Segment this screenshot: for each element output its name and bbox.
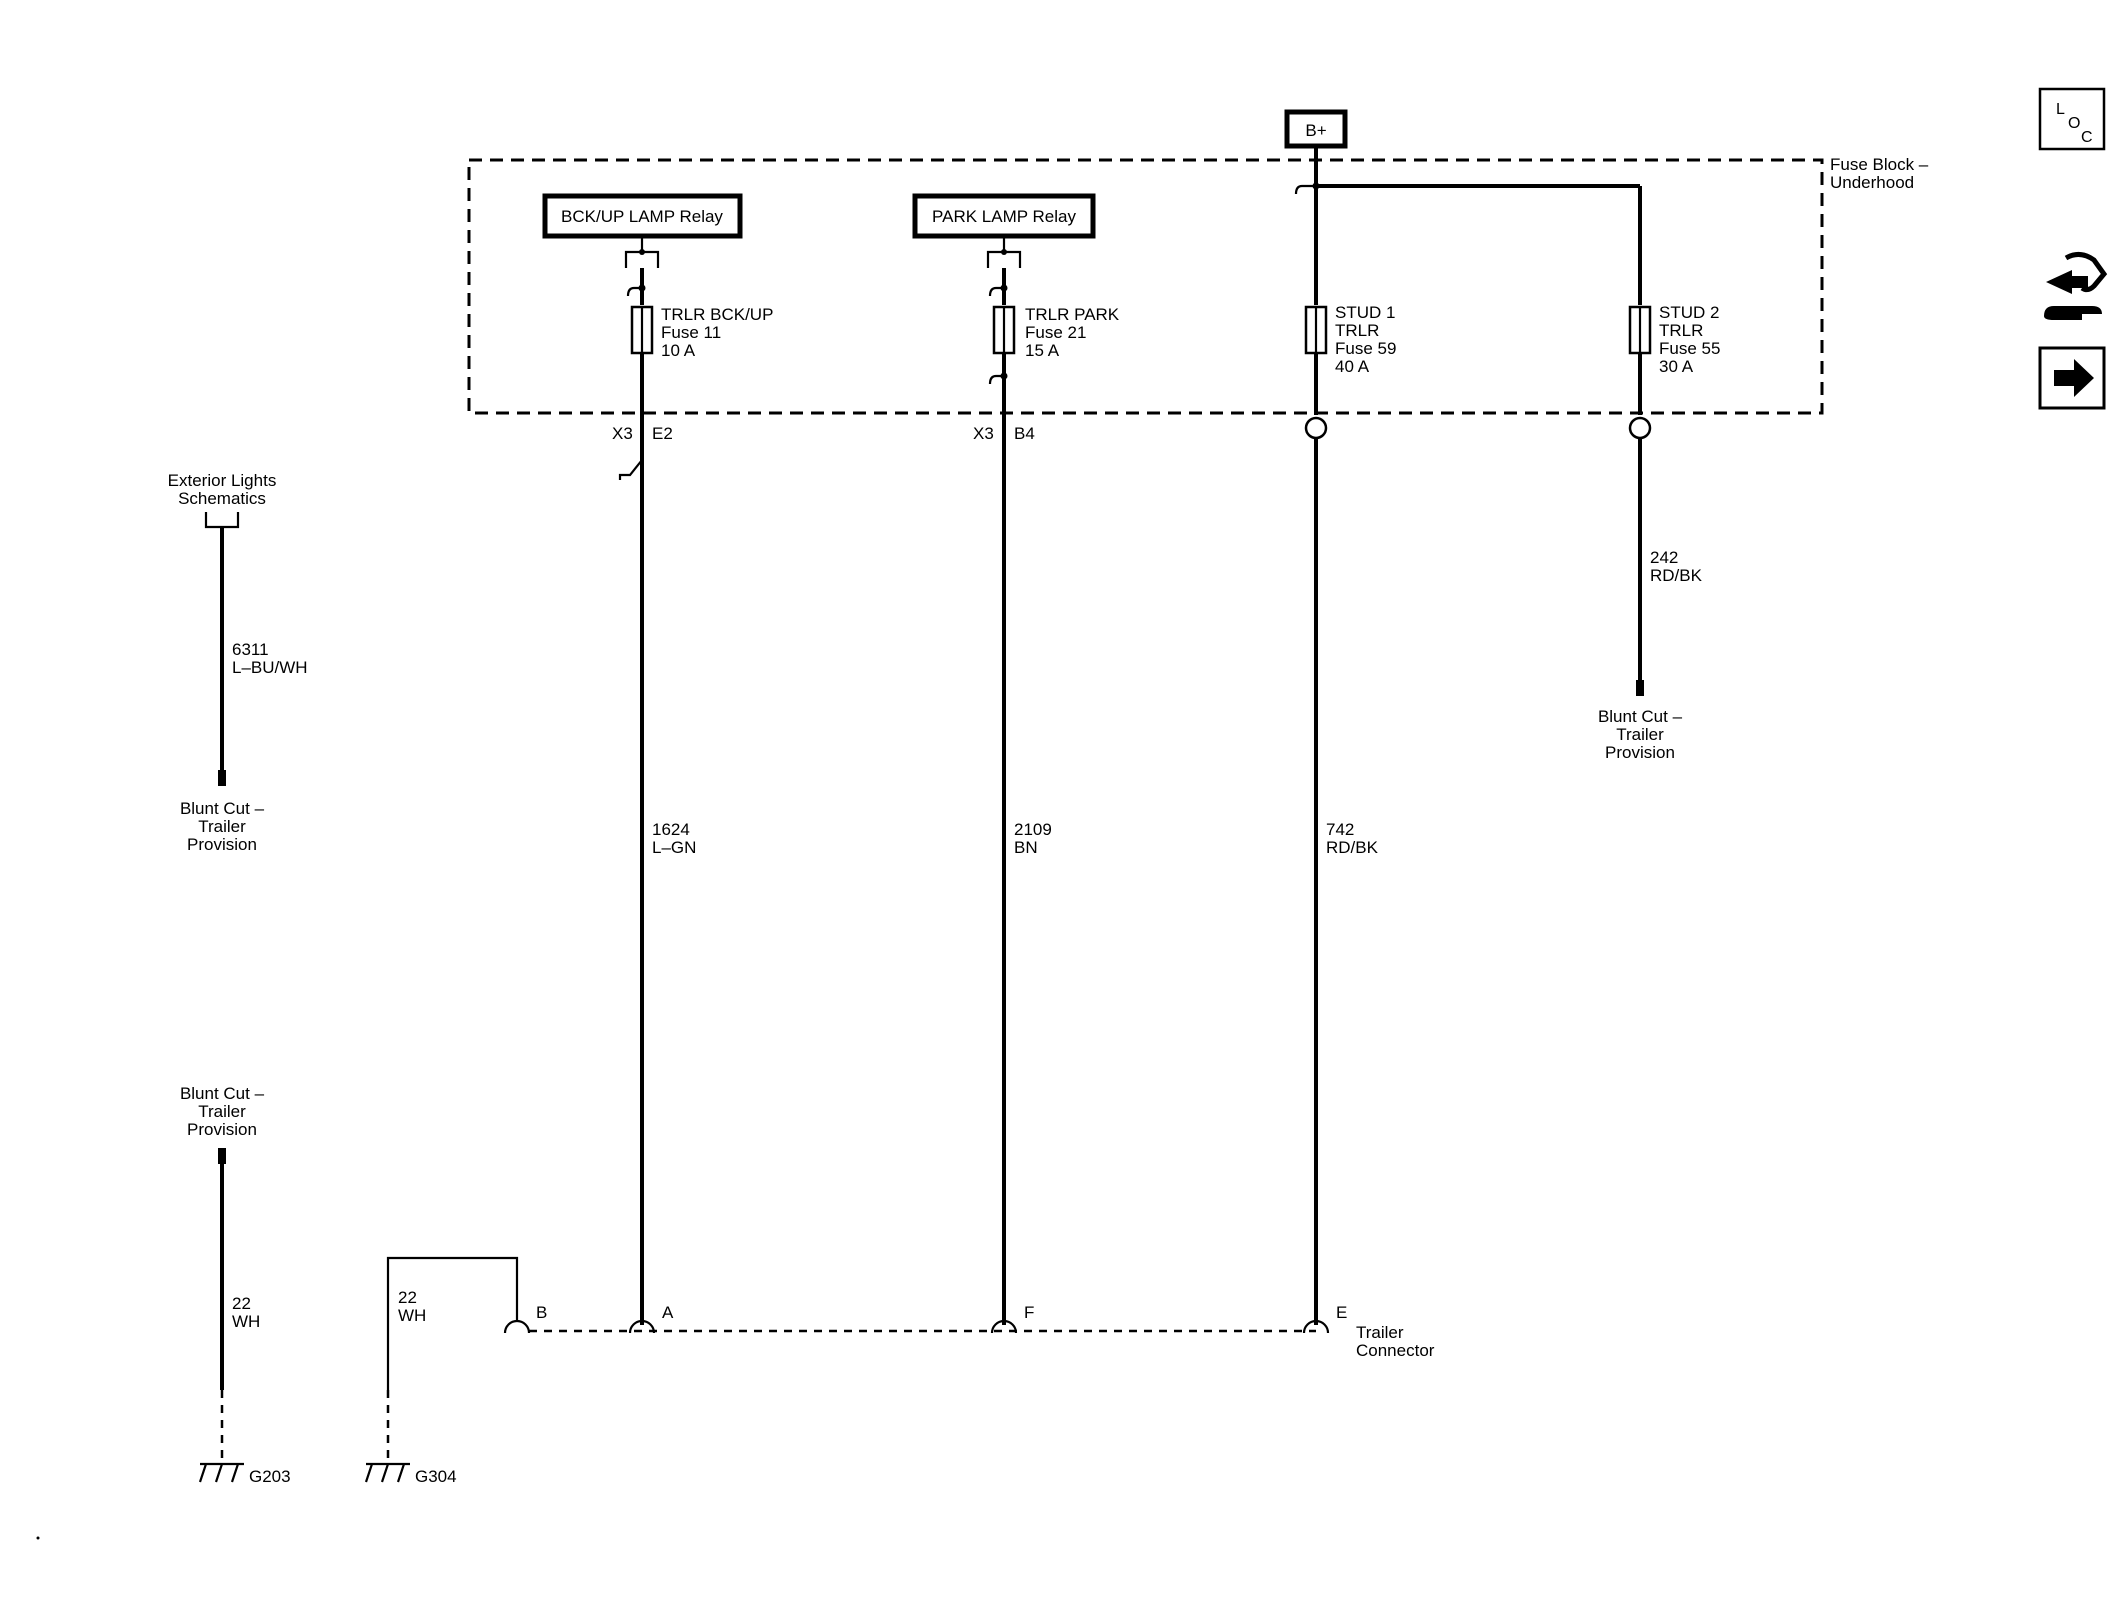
circuit-22-trailer xyxy=(386,1256,519,1460)
fuse-11-label-1: TRLR BCK/UP xyxy=(661,305,773,324)
wire-2109-color: BN xyxy=(1014,838,1038,857)
wire-6311-circuit: 6311 xyxy=(232,640,269,659)
connector-b4: B4 xyxy=(1014,424,1035,443)
connector-e2: E2 xyxy=(652,424,673,443)
blunt-cut-left-top-3: Provision xyxy=(187,835,257,854)
trailer-connector-label-1: Trailer xyxy=(1356,1323,1404,1342)
wire-22-trailer-circuit: 22 xyxy=(398,1288,417,1307)
fuse-59-label-4: 40 A xyxy=(1335,357,1370,376)
backup-lamp-relay: BCK/UP LAMP Relay xyxy=(542,193,743,239)
blunt-cut-left-top-2: Trailer xyxy=(198,817,246,836)
blunt-cut-right-1: Blunt Cut – xyxy=(1598,707,1683,726)
fuse-11-label-3: 10 A xyxy=(661,341,696,360)
svg-text:PARK LAMP Relay: PARK LAMP Relay xyxy=(932,207,1076,226)
svg-text:L: L xyxy=(2056,101,2065,118)
blunt-cut-left-top-1: Blunt Cut – xyxy=(180,799,265,818)
trailer-connector xyxy=(503,1319,1330,1334)
park-lamp-relay: PARK LAMP Relay xyxy=(912,193,1096,239)
ground-g304-label: G304 xyxy=(415,1467,457,1486)
fuse-block-outline xyxy=(467,158,1824,415)
fuse-21-label-1: TRLR PARK xyxy=(1025,305,1120,324)
svg-text:B+: B+ xyxy=(1305,121,1326,140)
fuse-block-label-2: Underhood xyxy=(1830,173,1914,192)
pin-b-label: B xyxy=(536,1303,547,1322)
fuse-59-label-1: STUD 1 xyxy=(1335,303,1395,322)
wire-22-left-circuit: 22 xyxy=(232,1294,251,1313)
park-relay-terminal xyxy=(986,236,1022,268)
pin-a-label: A xyxy=(662,1303,674,1322)
wire-6311-color: L–BU/WH xyxy=(232,658,308,677)
bplus-bus xyxy=(1294,146,1640,195)
fuse-21-label-3: 15 A xyxy=(1025,341,1060,360)
wire-242-color: RD/BK xyxy=(1650,566,1703,585)
circuit-742 xyxy=(1304,186,1328,1325)
circuit-1624 xyxy=(618,268,654,1325)
next-page-icon[interactable] xyxy=(2038,346,2106,410)
ground-g203-icon xyxy=(198,1462,244,1483)
stray-dot xyxy=(36,1536,40,1540)
blunt-cut-right-3: Provision xyxy=(1605,743,1675,762)
wire-742-color: RD/BK xyxy=(1326,838,1379,857)
exterior-lights-label-2: Schematics xyxy=(178,489,266,508)
pin-e-label: E xyxy=(1336,1303,1347,1322)
pin-f-label: F xyxy=(1024,1303,1034,1322)
wire-22-left-color: WH xyxy=(232,1312,260,1331)
blunt-cut-right-2: Trailer xyxy=(1616,725,1664,744)
circuit-242 xyxy=(1628,186,1652,696)
backup-relay-terminal xyxy=(624,236,660,268)
blunt-cut-left-bottom-2: Trailer xyxy=(198,1102,246,1121)
circuit-22-left xyxy=(218,1148,226,1460)
component-info-icon[interactable] xyxy=(2044,252,2108,320)
ground-g203-label: G203 xyxy=(249,1467,291,1486)
wire-2109-circuit: 2109 xyxy=(1014,820,1052,839)
fuse-55-label-4: 30 A xyxy=(1659,357,1694,376)
svg-text:C: C xyxy=(2081,129,2093,146)
fuse-59-label-2: TRLR xyxy=(1335,321,1379,340)
connector-x3-a: X3 xyxy=(612,424,633,443)
fuse-21-label-2: Fuse 21 xyxy=(1025,323,1086,342)
fuse-11-label-2: Fuse 11 xyxy=(661,323,721,342)
wire-242-circuit: 242 xyxy=(1650,548,1678,567)
connector-x3-b: X3 xyxy=(973,424,994,443)
exterior-lights-label-1: Exterior Lights xyxy=(168,471,277,490)
fuse-59-label-3: Fuse 59 xyxy=(1335,339,1396,358)
fuse-55-label-1: STUD 2 xyxy=(1659,303,1719,322)
svg-text:BCK/UP LAMP Relay: BCK/UP LAMP Relay xyxy=(561,207,723,226)
fuse-55-label-3: Fuse 55 xyxy=(1659,339,1720,358)
wire-22-trailer-color: WH xyxy=(398,1306,426,1325)
wire-1624-circuit: 1624 xyxy=(652,820,690,839)
circuit-2109 xyxy=(988,268,1016,1325)
blunt-cut-left-bottom-1: Blunt Cut – xyxy=(180,1084,265,1103)
loc-icon[interactable]: L O C xyxy=(2038,87,2106,151)
ground-g304-icon xyxy=(364,1462,410,1483)
bplus-source: B+ xyxy=(1284,109,1348,149)
circuit-6311 xyxy=(204,512,240,786)
svg-text:O: O xyxy=(2068,115,2080,132)
wire-1624-color: L–GN xyxy=(652,838,696,857)
trailer-connector-label-2: Connector xyxy=(1356,1341,1435,1360)
blunt-cut-left-bottom-3: Provision xyxy=(187,1120,257,1139)
fuse-block-label-1: Fuse Block – xyxy=(1830,155,1929,174)
fuse-55-label-2: TRLR xyxy=(1659,321,1703,340)
wire-742-circuit: 742 xyxy=(1326,820,1354,839)
